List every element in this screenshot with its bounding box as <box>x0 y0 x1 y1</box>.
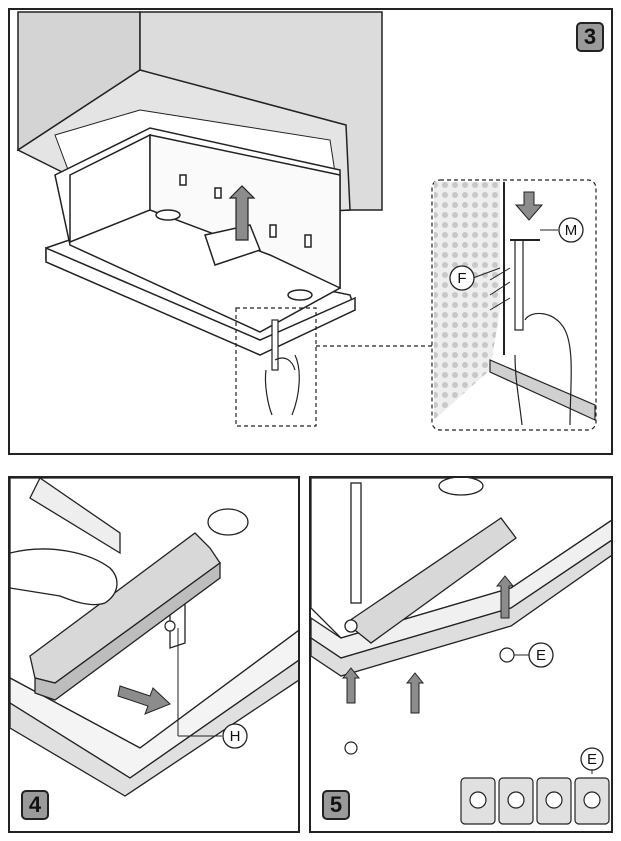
detail-frame-small <box>235 307 317 427</box>
hand-screwdriver-small <box>264 319 300 416</box>
step-4-panel: H 4 <box>8 476 300 833</box>
up-arrow-right-icon <box>495 575 515 619</box>
screw-icon <box>507 791 525 809</box>
detail-frame-large <box>431 179 597 431</box>
screw-icon <box>344 741 358 755</box>
callout-e-label: E <box>536 647 546 664</box>
pull-arrow-icon <box>117 685 171 715</box>
step-3-illustration: M F <box>16 11 597 431</box>
screw-icon <box>469 791 487 809</box>
step-4-illustration: H <box>10 478 298 797</box>
callout-m-label: M <box>565 222 578 239</box>
step-number-badge: 3 <box>576 22 604 52</box>
screw-icon <box>545 791 563 809</box>
callout-e-kit-label: E <box>587 751 597 768</box>
screw-icon <box>499 647 515 663</box>
lift-arrow-icon <box>228 185 256 241</box>
filter-rail <box>29 532 221 701</box>
callout-e-kit: E <box>580 747 604 774</box>
callout-m: M <box>540 217 584 243</box>
up-arrow-left-icon <box>341 667 361 704</box>
screw-kit <box>460 777 610 825</box>
step-5-illustration: E E <box>311 478 611 825</box>
step-3-panel: M F 3 <box>8 8 613 455</box>
screw-icon <box>583 791 601 809</box>
callout-e-screw: E <box>514 642 554 668</box>
callout-h: H <box>177 628 248 749</box>
up-arrow-center-icon <box>405 672 425 714</box>
callout-h-label: H <box>230 728 241 745</box>
callout-f-label: F <box>457 270 466 287</box>
step-number-badge: 5 <box>322 790 350 820</box>
callout-f: F <box>449 265 501 291</box>
hand-icon <box>10 548 118 606</box>
filter-rail <box>344 517 517 644</box>
step-number-badge: 4 <box>21 790 49 820</box>
hood-underside <box>10 478 298 797</box>
screw-head <box>344 619 358 633</box>
step-5-panel: E E 5 <box>309 476 613 833</box>
